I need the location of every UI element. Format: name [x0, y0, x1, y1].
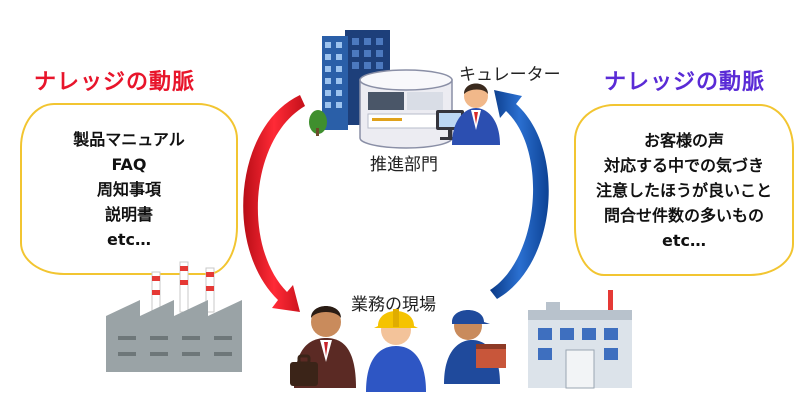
left-panel-title: ナレッジの動脈	[34, 70, 196, 95]
right-panel-title: ナレッジの動脈	[604, 70, 766, 95]
list-item: FAQ	[111, 155, 147, 174]
left-knowledge-list: 製品マニュアル FAQ 周知事項 説明書 etc…	[22, 127, 236, 252]
list-item: 対応する中での気づき	[603, 156, 764, 175]
list-item: 説明書	[104, 205, 153, 224]
list-item: etc…	[107, 230, 151, 249]
curator-label: キュレーター	[459, 65, 561, 85]
list-item: 注意したほうが良いこと	[595, 181, 772, 200]
field-site-label: 業務の現場	[351, 295, 436, 315]
promotion-dept-label: 推進部門	[370, 155, 438, 175]
list-item: お客様の声	[643, 131, 724, 150]
right-knowledge-bubble: お客様の声 対応する中での気づき 注意したほうが良いこと 問合せ件数の多いもの …	[574, 104, 794, 276]
list-item: 製品マニュアル	[73, 130, 185, 149]
right-knowledge-list: お客様の声 対応する中での気づき 注意したほうが良いこと 問合せ件数の多いもの …	[576, 128, 792, 253]
list-item: etc…	[662, 231, 706, 250]
left-knowledge-bubble: 製品マニュアル FAQ 周知事項 説明書 etc…	[20, 103, 238, 275]
list-item: 問合せ件数の多いもの	[603, 206, 764, 225]
list-item: 周知事項	[96, 180, 161, 199]
